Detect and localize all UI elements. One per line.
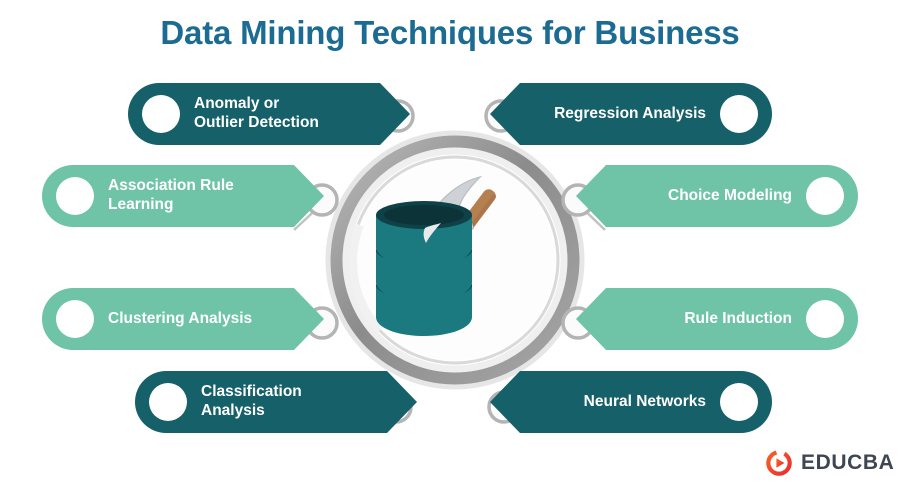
technique-label: Regression Analysis	[554, 104, 706, 122]
pill-knob-icon	[56, 300, 94, 338]
pill-knob-icon	[56, 177, 94, 215]
pill-shape	[490, 371, 772, 433]
educba-logo-text: EDUCBA	[801, 451, 895, 474]
pill-knob-icon	[806, 177, 844, 215]
technique-label: Rule Induction	[684, 309, 792, 327]
technique-pill-clustering-analysis[interactable]: Clustering Analysis	[42, 288, 324, 350]
technique-label: Clustering Analysis	[108, 309, 253, 327]
technique-pill-classification-analysis[interactable]: Classification Analysis	[135, 371, 417, 433]
pill-shape	[128, 83, 410, 145]
center-graphic	[320, 125, 590, 395]
pill-knob-icon	[142, 95, 180, 133]
pill-shape	[576, 165, 858, 227]
page-title: Data Mining Techniques for Business	[160, 14, 740, 51]
pill-knob-icon	[149, 383, 187, 421]
pill-shape	[490, 83, 772, 145]
technique-label: Association Rule Learning	[108, 177, 234, 213]
gear-ring	[324, 129, 586, 391]
technique-pill-regression-analysis[interactable]: Regression Analysis	[490, 83, 772, 145]
technique-label: Neural Networks	[583, 392, 706, 410]
technique-label: Choice Modeling	[668, 186, 792, 204]
technique-pill-choice-modeling[interactable]: Choice Modeling	[576, 165, 858, 227]
technique-pill-association-rule-learning[interactable]: Association Rule Learning	[42, 165, 324, 227]
pill-knob-icon	[720, 95, 758, 133]
technique-label: Classification Analysis	[201, 383, 302, 419]
pill-knob-icon	[720, 383, 758, 421]
technique-label: Anomaly or Outlier Detection	[194, 95, 319, 131]
technique-pill-anomaly-or-outlier-detection[interactable]: Anomaly or Outlier Detection	[128, 83, 410, 145]
pill-shape	[42, 288, 324, 350]
educba-logo[interactable]: EDUCBA	[764, 448, 894, 478]
pill-shape	[42, 165, 324, 227]
database-pickaxe-icon	[376, 175, 496, 336]
technique-pill-neural-networks[interactable]: Neural Networks	[490, 371, 772, 433]
pill-shape	[576, 288, 858, 350]
pill-knob-icon	[806, 300, 844, 338]
pill-shape	[135, 371, 417, 433]
educba-mark-icon	[766, 450, 792, 476]
technique-pill-rule-induction[interactable]: Rule Induction	[576, 288, 858, 350]
